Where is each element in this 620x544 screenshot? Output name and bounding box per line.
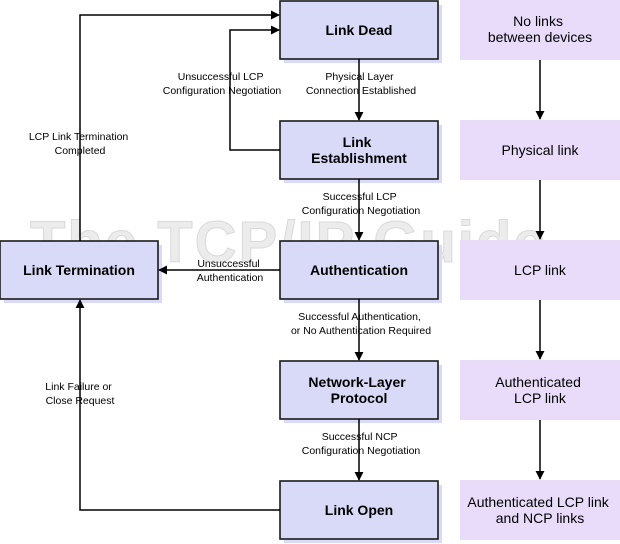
phase-network-layer-protocol-line-2: Protocol	[331, 390, 388, 406]
phase-link-termination: Link Termination	[0, 240, 162, 303]
svg-text:Network-Layer Protocol: Network-Layer Protocol	[308, 374, 409, 406]
phase-link-termination-label: Link Termination	[23, 262, 135, 278]
phase-authentication: Authentication	[279, 240, 442, 303]
state-authenticated-lcp-ncp-line-1: Authenticated LCP link	[467, 494, 609, 510]
phase-link-dead: Link Dead	[279, 0, 442, 63]
state-lcp-link: LCP link	[460, 240, 620, 300]
svg-text:Authenticated LCP link: Authenticated LCP link	[495, 374, 585, 406]
label-successful-ncp: Successful NCP Configuration Negotiation	[302, 431, 421, 457]
phase-link-open: Link Open	[279, 480, 442, 543]
state-no-links-line-1: No links	[513, 13, 563, 29]
state-authenticated-lcp-link-line-2: LCP link	[514, 390, 567, 406]
phase-link-establishment-line-1: Link	[343, 134, 372, 150]
svg-text:No links between devices: No links between devices	[488, 13, 592, 45]
arrow-unsuccessful-lcp	[229, 25, 280, 151]
state-physical-link-label: Physical link	[501, 142, 579, 158]
state-physical-link: Physical link	[460, 120, 620, 180]
label-successful-auth: Successful Authentication, or No Authent…	[291, 311, 431, 337]
label-successful-lcp: Successful LCP Configuration Negotiation	[302, 191, 421, 217]
label-lcp-termination-completed: LCP Link Termination Completed	[29, 131, 131, 157]
label-unsuccessful-lcp: Unsuccessful LCP Configuration Negotiati…	[163, 71, 282, 97]
label-physical-layer-established: Physical Layer Connection Established	[306, 71, 416, 97]
phase-network-layer-protocol: Network-Layer Protocol	[279, 360, 442, 423]
state-authenticated-lcp-link-line-1: Authenticated	[495, 374, 581, 390]
arrow-termination-to-dead	[79, 10, 280, 241]
svg-text:Link Establishment: Link Establishment	[311, 134, 407, 166]
state-no-links-line-2: between devices	[488, 29, 592, 45]
phase-network-layer-protocol-line-1: Network-Layer	[308, 374, 406, 390]
state-no-links: No links between devices	[460, 0, 620, 60]
state-authenticated-lcp-link: Authenticated LCP link	[460, 360, 620, 420]
phase-authentication-label: Authentication	[310, 262, 408, 278]
phase-link-dead-label: Link Dead	[326, 22, 393, 38]
phase-link-establishment-line-2: Establishment	[311, 150, 407, 166]
phase-link-open-label: Link Open	[325, 502, 393, 518]
label-unsuccessful-auth: Unsuccessful Authentication	[197, 258, 264, 284]
state-authenticated-lcp-ncp-line-2: and NCP links	[496, 510, 584, 526]
label-link-failure: Link Failure or Close Request	[45, 381, 114, 407]
arrow-open-to-termination	[75, 299, 280, 511]
svg-text:Authenticated LCP link a: Authenticated LCP link and NCP links	[467, 494, 612, 526]
state-lcp-link-label: LCP link	[514, 262, 567, 278]
phase-link-establishment: Link Establishment	[279, 120, 442, 183]
state-authenticated-lcp-ncp: Authenticated LCP link and NCP links	[460, 480, 620, 540]
